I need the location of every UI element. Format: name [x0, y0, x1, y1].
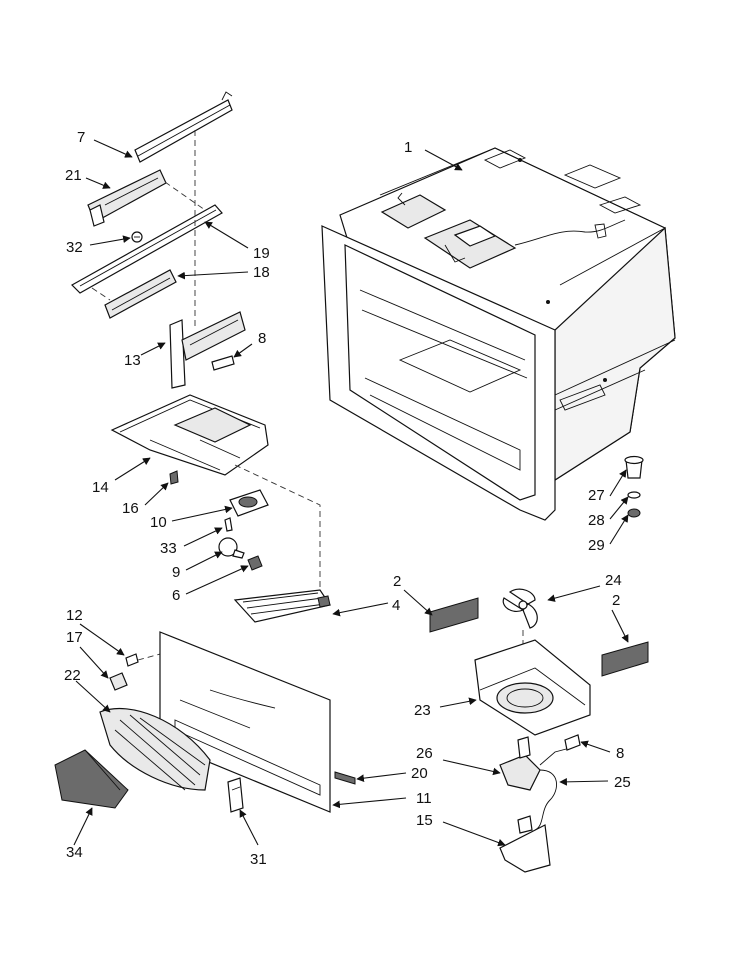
callout-20: 20	[411, 765, 428, 782]
callout-2-right: 2	[612, 592, 620, 609]
part-11-panel	[159, 631, 331, 813]
part-34-cover	[54, 749, 129, 809]
callout-12: 12	[66, 607, 83, 624]
part-10-light-socket	[229, 489, 269, 517]
callout-9: 9	[172, 564, 180, 581]
callout-10: 10	[150, 514, 167, 531]
part-14-housing	[110, 394, 269, 476]
part-6-lamp-cover-clip	[247, 555, 263, 571]
callout-26: 26	[416, 745, 433, 762]
part-32-screw	[131, 231, 143, 243]
part-33-screw	[224, 517, 233, 532]
part-1-freezer-liner	[321, 147, 676, 521]
callout-8-top: 8	[258, 330, 266, 347]
callout-32: 32	[66, 239, 83, 256]
callout-13: 13	[124, 352, 141, 369]
callout-21: 21	[65, 167, 82, 184]
part-24-fan-blade	[502, 588, 538, 629]
callout-1: 1	[404, 139, 412, 156]
part-16-clip	[169, 470, 179, 485]
callout-7: 7	[77, 129, 85, 146]
callout-11: 11	[416, 790, 432, 807]
part-20-strip	[334, 771, 356, 785]
part-13-bracket	[169, 311, 246, 389]
part-8-screw-b	[564, 734, 581, 751]
part-18-slide	[104, 269, 177, 319]
part-2-pad-left	[429, 597, 479, 633]
part-29-nut	[627, 508, 641, 518]
part-26-motor	[499, 736, 541, 791]
part-25-harness	[534, 747, 571, 831]
part-17-nut	[109, 672, 128, 691]
part-19-rail	[71, 204, 223, 294]
callout-29: 29	[588, 537, 605, 554]
part-21-bracket	[87, 169, 167, 227]
part-9-bulb	[218, 537, 245, 559]
callout-25: 25	[614, 774, 631, 791]
callout-16: 16	[122, 500, 139, 517]
callout-22: 22	[64, 667, 81, 684]
part-28-washer	[627, 491, 641, 499]
callout-24: 24	[605, 572, 622, 589]
callout-18: 18	[253, 264, 270, 281]
callout-31: 31	[250, 851, 267, 868]
part-15-bracket	[499, 815, 551, 873]
callout-14: 14	[92, 479, 109, 496]
callout-19: 19	[253, 245, 270, 262]
callout-2-left: 2	[393, 573, 401, 590]
callout-15: 15	[416, 812, 433, 829]
part-27-cap	[624, 455, 644, 479]
callout-17: 17	[66, 629, 83, 646]
callout-23: 23	[414, 702, 431, 719]
part-22-vent-grille	[99, 708, 211, 791]
part-8-screw	[211, 355, 235, 371]
callout-27: 27	[588, 487, 605, 504]
part-23-fan-shroud	[474, 639, 591, 736]
callout-8-bottom: 8	[616, 745, 624, 762]
part-2-pad-right	[601, 641, 649, 677]
callout-28: 28	[588, 512, 605, 529]
callout-4: 4	[392, 597, 400, 614]
part-7-rail	[134, 91, 233, 163]
part-12-screw	[125, 653, 139, 667]
callout-6: 6	[172, 587, 180, 604]
part-4-light-shield	[233, 589, 331, 623]
callout-34: 34	[66, 844, 83, 861]
callout-33: 33	[160, 540, 177, 557]
part-31-switch	[227, 777, 244, 813]
